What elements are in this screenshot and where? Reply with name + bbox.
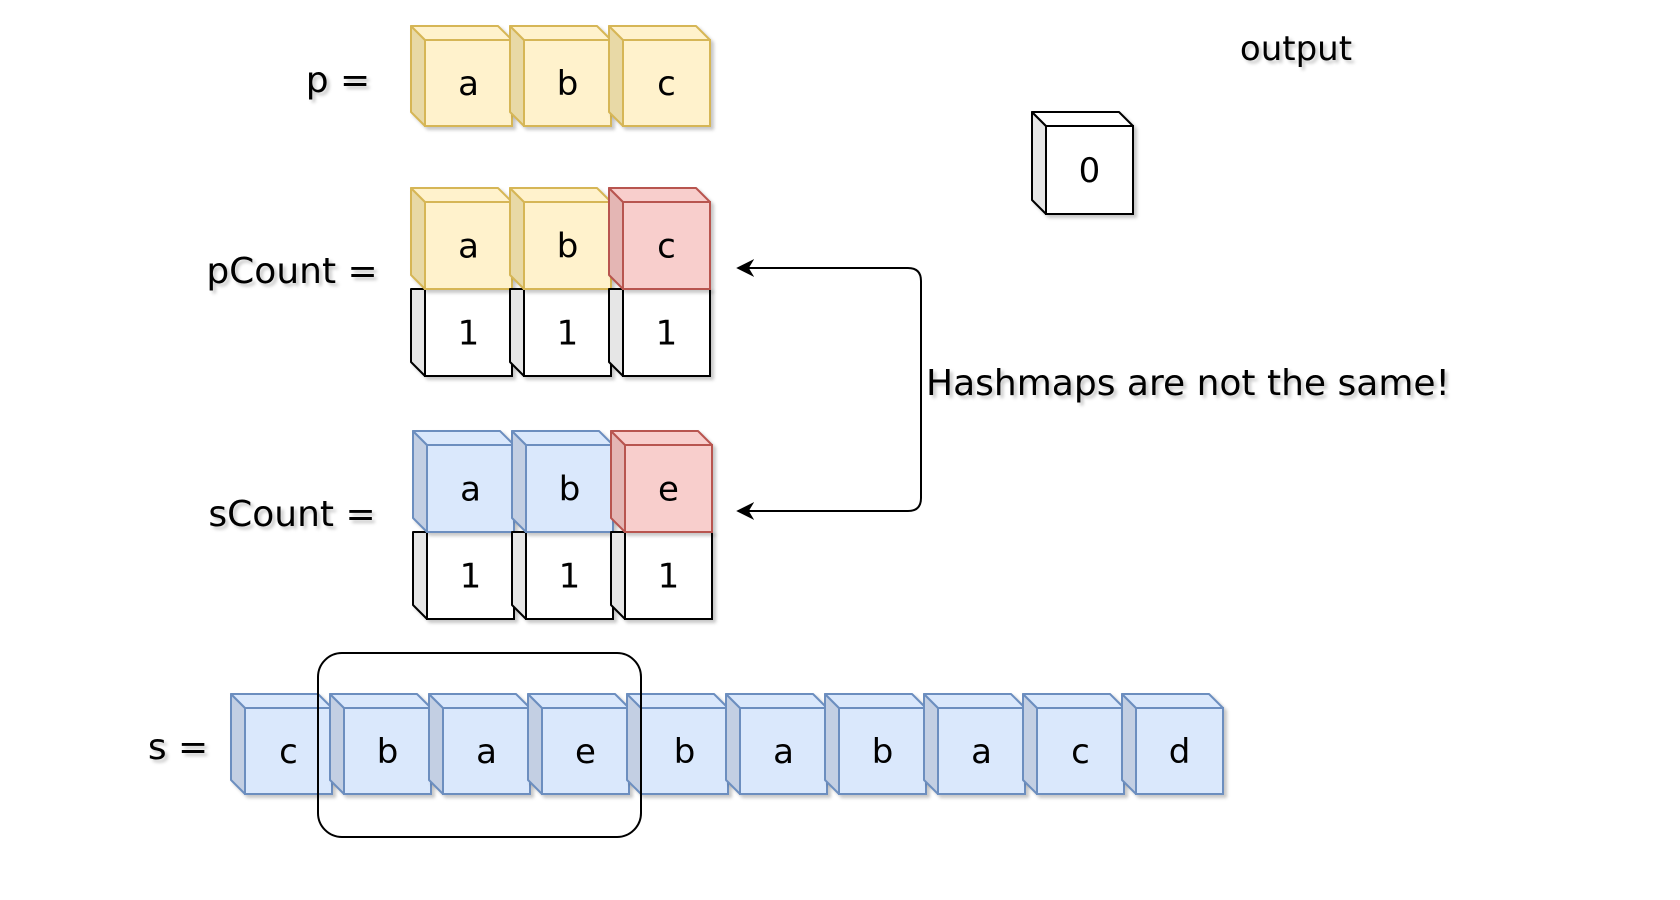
scount-value-2-text: 1 — [658, 557, 680, 597]
scount-value-2: 1 — [610, 531, 713, 620]
scount-key-2: e — [610, 430, 713, 533]
scount-value-1-text: 1 — [559, 557, 581, 597]
pcount-value-1-text: 1 — [557, 314, 579, 354]
s-cell-1: b — [329, 693, 432, 795]
pcount-value-0-text: 1 — [458, 314, 480, 354]
s-cell-3: e — [527, 693, 630, 795]
output-cell: 0 — [1031, 111, 1134, 215]
pcount-key-0: a — [410, 187, 513, 290]
pcount-value-0: 1 — [410, 288, 513, 377]
comparison-connector — [736, 259, 922, 520]
scount-key-1-text: b — [559, 470, 581, 510]
pcount-key-2-text: c — [657, 227, 676, 267]
scount-key-1: b — [511, 430, 614, 533]
p-cell-1-text: b — [557, 64, 579, 104]
s-cell-8: c — [1022, 693, 1125, 795]
output-value-cell-text: 0 — [1079, 151, 1101, 191]
scount-value-0-text: 1 — [460, 557, 482, 597]
p-cell-0-text: a — [458, 64, 479, 104]
p-cell-0: a — [410, 25, 513, 127]
scount-key-2-text: e — [658, 470, 679, 510]
output-label: output — [1240, 29, 1352, 69]
s-cell-8-text: c — [1071, 732, 1090, 772]
scount-key-0-text: a — [460, 470, 481, 510]
pcount-value-2: 1 — [608, 288, 711, 377]
pcount-key-0-text: a — [458, 227, 479, 267]
pcount-key-1: b — [509, 187, 612, 290]
s-cell-5-text: a — [773, 732, 794, 772]
s-cell-3-text: e — [575, 732, 596, 772]
s-cell-7-text: a — [971, 732, 992, 772]
s-cell-7: a — [923, 693, 1026, 795]
p-cells: a b c — [410, 25, 711, 127]
s-cell-6-text: b — [872, 732, 894, 772]
s-cell-1-text: b — [377, 732, 399, 772]
scount-cells: 1 a 1 b 1 e — [412, 430, 713, 620]
pcount-label: pCount = — [206, 251, 377, 292]
s-cell-9-text: d — [1169, 732, 1191, 772]
p-cell-2-text: c — [657, 64, 676, 104]
scount-key-0: a — [412, 430, 515, 533]
pcount-key-2: c — [608, 187, 711, 290]
p-cell-2: c — [608, 25, 711, 127]
scount-label: sCount = — [208, 494, 375, 535]
comparison-note: Hashmaps are not the same! — [926, 363, 1450, 404]
s-cell-6: b — [824, 693, 927, 795]
s-cell-4: b — [626, 693, 729, 795]
p-label: p = — [306, 60, 370, 101]
s-cell-5: a — [725, 693, 828, 795]
output-value-cell: 0 — [1031, 111, 1134, 215]
p-cell-1: b — [509, 25, 612, 127]
s-cell-0-text: c — [279, 732, 298, 772]
scount-value-1: 1 — [511, 531, 614, 620]
s-cell-9: d — [1121, 693, 1224, 795]
s-cell-4-text: b — [674, 732, 696, 772]
s-label: s = — [148, 727, 208, 768]
s-cell-0: c — [230, 693, 333, 795]
s-cell-2: a — [428, 693, 531, 795]
s-cell-2-text: a — [476, 732, 497, 772]
pcount-value-2-text: 1 — [656, 314, 678, 354]
pcount-cells: 1 a 1 b 1 c — [410, 187, 711, 377]
pcount-key-1-text: b — [557, 227, 579, 267]
pcount-value-1: 1 — [509, 288, 612, 377]
sliding-window-outline — [317, 652, 642, 838]
scount-value-0: 1 — [412, 531, 515, 620]
